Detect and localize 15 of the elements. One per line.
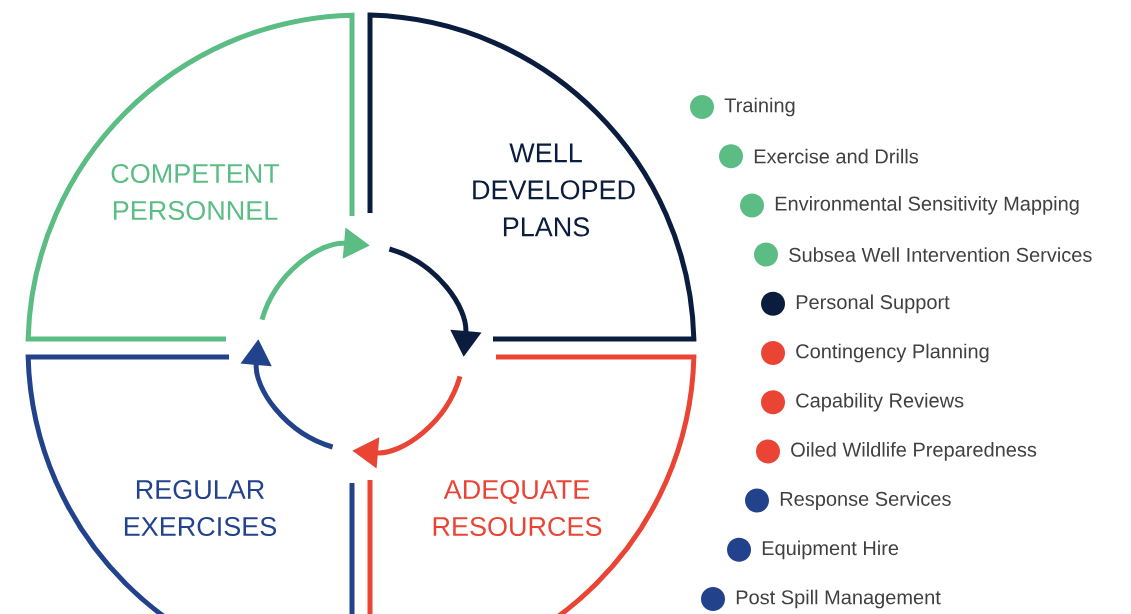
legend-label: Training: [724, 97, 795, 117]
quadrant-segment: WELL DEVELOPED PLANS: [367, 12, 697, 342]
legend-label: Oiled Wildlife Preparedness: [791, 442, 1037, 461]
legend-label: Exercise and Drills: [754, 148, 919, 164]
legend-label: Post Spill Management: [736, 589, 941, 609]
legend-label: Personal Support: [796, 294, 950, 314]
legend-label: Subsea Well Intervention Services: [789, 247, 1092, 262]
legend-label: Contingency Planning: [796, 343, 989, 363]
legend-label: Capability Reviews: [796, 392, 964, 412]
quadrant-segment: COMPETENT PERSONNEL: [25, 12, 355, 342]
quadrant-segment: ADEQUATE RESOURCES: [367, 354, 697, 614]
legend-label: Environmental Sensitivity Mapping: [775, 196, 1079, 215]
legend-label: Equipment Hire: [762, 540, 899, 560]
quadrant-segment: REGULAR EXERCISES: [25, 354, 355, 614]
legend-label: Response Services: [780, 491, 951, 510]
